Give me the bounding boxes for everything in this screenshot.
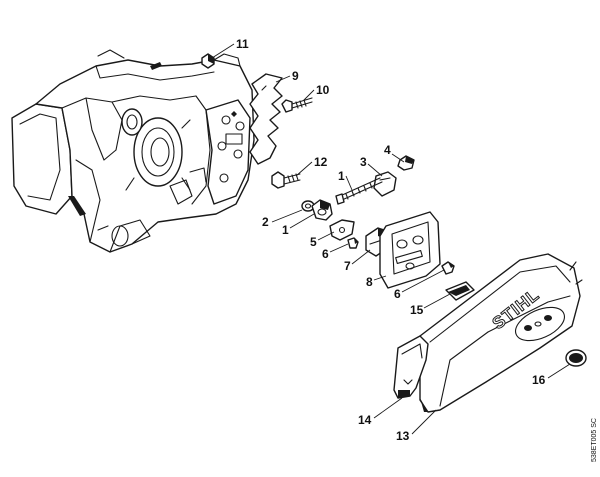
callout-9: 9 <box>292 69 299 83</box>
callout-13: 13 <box>396 429 410 443</box>
part-bracket-5 <box>329 219 355 241</box>
part-screw-10 <box>281 97 313 113</box>
callout-6-upper: 6 <box>322 247 329 261</box>
part-screw-12 <box>271 171 301 189</box>
part-nut-4 <box>397 155 415 171</box>
callout-5: 5 <box>310 235 317 249</box>
callout-3: 3 <box>360 155 367 169</box>
callout-6-lower: 6 <box>394 287 401 301</box>
callout-4: 4 <box>384 143 391 157</box>
leader-lines <box>211 43 571 435</box>
part-spiked-plate-9 <box>249 73 283 165</box>
callout-numbers: 11 9 10 12 4 3 1 2 1 5 6 7 8 6 15 16 14 … <box>236 37 546 443</box>
part-screw-6-lower <box>441 261 455 275</box>
crankcase-housing <box>11 49 255 253</box>
callout-8: 8 <box>366 275 373 289</box>
part-sprocket-cover-13: STIHL <box>419 253 583 413</box>
part-tensioner-screw-1-upper <box>335 177 383 205</box>
callout-2: 2 <box>262 215 269 229</box>
callout-11: 11 <box>236 37 249 51</box>
part-nut-16 <box>565 349 587 367</box>
drawing-code: 538ET005 SC <box>591 418 598 462</box>
callout-1-lower: 1 <box>282 223 289 237</box>
callout-12: 12 <box>314 155 328 169</box>
part-screw-6-upper <box>347 237 359 249</box>
callout-1-upper: 1 <box>338 169 345 183</box>
callout-7: 7 <box>344 259 351 273</box>
part-nut-11 <box>201 53 215 69</box>
callout-15: 15 <box>410 303 424 317</box>
part-adjuster-1-lower <box>311 199 333 221</box>
callout-10: 10 <box>316 83 330 97</box>
part-guard-strip-14 <box>393 335 429 399</box>
part-pad-15 <box>445 281 475 301</box>
callout-16: 16 <box>532 373 546 387</box>
part-side-plate-8 <box>379 211 441 289</box>
callout-14: 14 <box>358 413 372 427</box>
